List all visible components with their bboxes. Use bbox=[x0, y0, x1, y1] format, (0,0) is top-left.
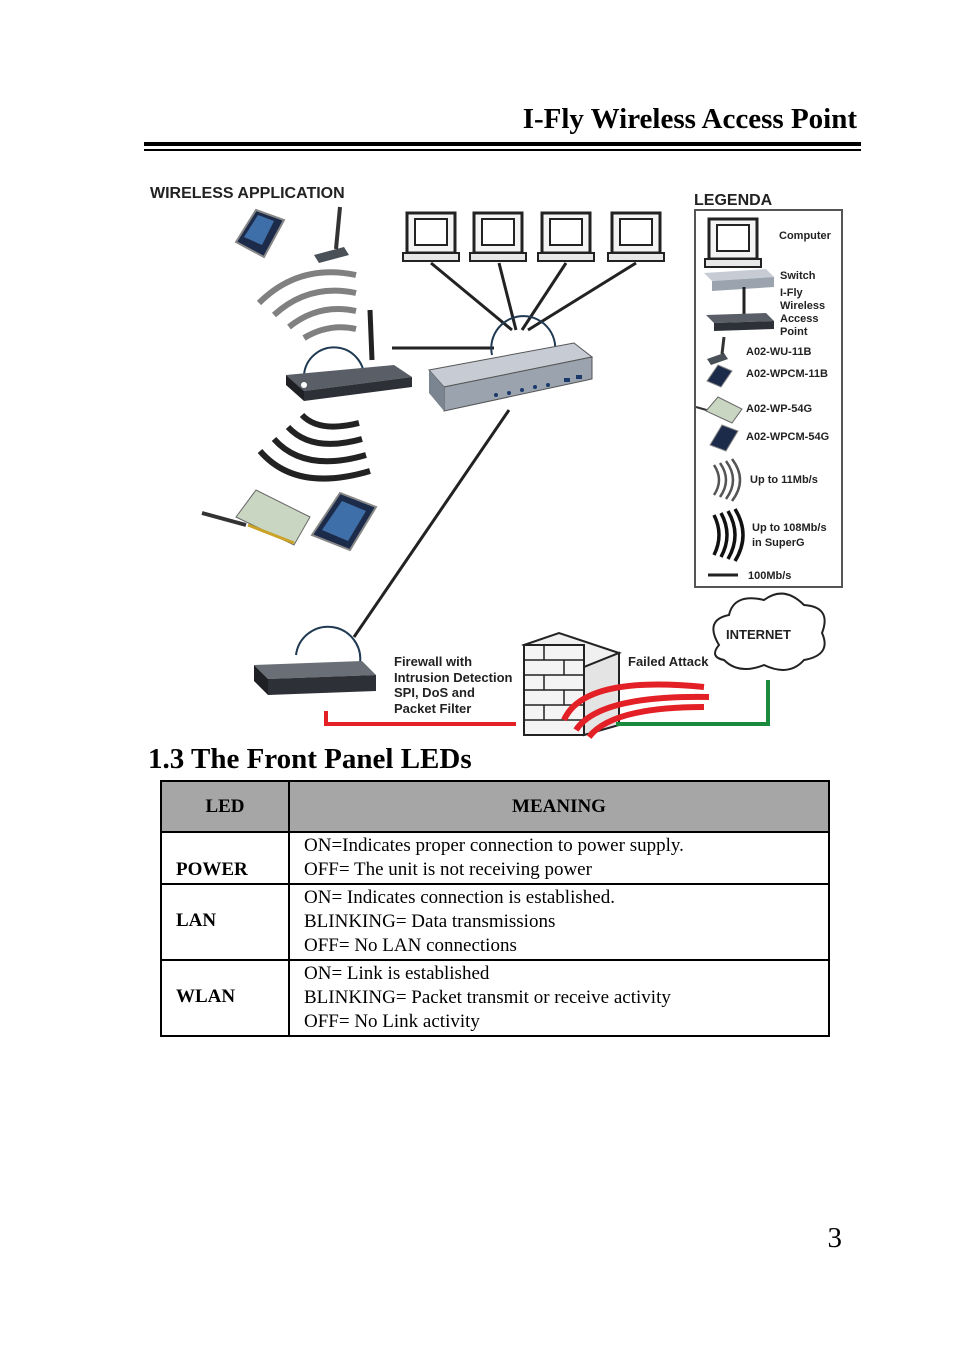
legend-pci-54g-icon bbox=[695, 396, 743, 424]
legend-access-point-icon bbox=[706, 287, 774, 331]
firewall-router-icon bbox=[254, 661, 376, 695]
legend-computer-label: Computer bbox=[779, 230, 832, 242]
legend-ap-label-2: Wireless bbox=[780, 300, 825, 312]
meaning-line: OFF= No Link activity bbox=[304, 1011, 480, 1032]
switch-icon bbox=[428, 342, 594, 412]
pcmcia-card-icon bbox=[234, 208, 286, 259]
failed-attack-label: Failed Attack bbox=[628, 654, 709, 669]
led-meaning-cell: ON=Indicates proper connection to power … bbox=[288, 831, 830, 885]
diagram-title: WIRELESS APPLICATION bbox=[150, 185, 345, 202]
legend-computer-icon bbox=[703, 217, 763, 269]
legend-ap-label-3: Access bbox=[780, 313, 819, 325]
legend-pcmcia-54g-icon bbox=[709, 424, 739, 452]
computer-icon bbox=[606, 211, 666, 263]
meaning-line: BLINKING= Packet transmit or receive act… bbox=[304, 987, 671, 1008]
firewall-wall-icon bbox=[521, 631, 622, 737]
legend-wu11b-label: A02-WU-11B bbox=[746, 346, 811, 358]
legend-box bbox=[694, 209, 843, 588]
legend-ap-label-1: I-Fly bbox=[780, 287, 803, 299]
led-meaning-cell: ON= Link is established BLINKING= Packet… bbox=[288, 959, 830, 1037]
legend-ap-label-4: Point bbox=[780, 326, 808, 338]
table-row: WLAN ON= Link is established BLINKING= P… bbox=[160, 959, 830, 1037]
firewall-label: Firewall with Intrusion Detection SPI, D… bbox=[394, 654, 513, 716]
header-rule-thin bbox=[144, 149, 861, 151]
svg-text:SPI, DoS and: SPI, DoS and bbox=[394, 685, 475, 700]
wireless-application-diagram: WIRELESS APPLICATION bbox=[144, 175, 854, 745]
legend-pcmcia-11b-icon bbox=[706, 364, 733, 388]
legend-usb-adapter-icon bbox=[707, 336, 728, 365]
internet-label: INTERNET bbox=[726, 627, 791, 642]
led-name-cell: LAN bbox=[160, 883, 290, 961]
computer-icon bbox=[468, 211, 528, 263]
usb-adapter-icon bbox=[314, 206, 349, 263]
computer-icon bbox=[401, 211, 461, 263]
legend-speed100-label: 100Mb/s bbox=[748, 570, 791, 582]
section-title: 1.3 The Front Panel LEDs bbox=[148, 743, 472, 775]
header-rule-thick bbox=[144, 142, 861, 146]
table-row: LAN ON= Indicates connection is establis… bbox=[160, 883, 830, 961]
legend-waves-108-icon bbox=[712, 508, 745, 562]
svg-text:Firewall with: Firewall with bbox=[394, 654, 472, 669]
lan-lines bbox=[352, 261, 637, 638]
access-point-icon bbox=[286, 309, 412, 401]
legend-speed108-label-1: Up to 108Mb/s bbox=[752, 522, 827, 534]
red-link bbox=[324, 711, 516, 726]
legend-wpcm11b-label: A02-WPCM-11B bbox=[746, 368, 828, 380]
led-meaning-cell: ON= Indicates connection is established.… bbox=[288, 883, 830, 961]
page-header-title: I-Fly Wireless Access Point bbox=[522, 103, 857, 135]
svg-text:Packet Filter: Packet Filter bbox=[394, 701, 471, 716]
front-panel-leds-table: LED MEANING POWER ON=Indicates proper co… bbox=[160, 780, 830, 1037]
meaning-line: OFF= The unit is not receiving power bbox=[304, 859, 592, 880]
legend-switch-label: Switch bbox=[780, 270, 816, 282]
legend-switch-icon bbox=[704, 269, 774, 291]
green-link bbox=[616, 680, 770, 726]
legend-speed108-label-2: in SuperG bbox=[752, 537, 805, 549]
attack-swoosh bbox=[561, 681, 710, 739]
page-number: 3 bbox=[827, 1222, 843, 1254]
meaning-line: ON= Indicates connection is established. bbox=[304, 887, 615, 908]
led-name-cell: POWER bbox=[160, 831, 290, 885]
table-header-row: LED MEANING bbox=[160, 780, 830, 833]
table-row: POWER ON=Indicates proper connection to … bbox=[160, 831, 830, 885]
computer-icon bbox=[536, 211, 596, 263]
pci-card-icon bbox=[201, 489, 311, 546]
legend-speed11-label: Up to 11Mb/s bbox=[750, 474, 818, 486]
legend-title: LEGENDA bbox=[694, 192, 773, 209]
legend-wpcm54g-label: A02-WPCM-54G bbox=[746, 431, 829, 443]
column-header-meaning: MEANING bbox=[288, 780, 830, 833]
meaning-line: OFF= No LAN connections bbox=[304, 935, 517, 956]
meaning-line: ON= Link is established bbox=[304, 963, 490, 984]
legend-wp54g-label: A02-WP-54G bbox=[746, 403, 812, 415]
led-name-cell: WLAN bbox=[160, 959, 290, 1037]
wireless-waves-bottom bbox=[257, 412, 371, 482]
meaning-line: ON=Indicates proper connection to power … bbox=[304, 835, 684, 856]
column-header-led: LED bbox=[160, 780, 290, 833]
legend-waves-11-icon bbox=[712, 458, 742, 502]
internet-cloud-icon bbox=[712, 592, 826, 671]
svg-text:Intrusion Detection: Intrusion Detection bbox=[394, 670, 513, 685]
wireless-waves-top bbox=[256, 269, 357, 341]
meaning-line: BLINKING= Data transmissions bbox=[304, 911, 556, 932]
pcmcia-card-54g-icon bbox=[310, 491, 378, 552]
